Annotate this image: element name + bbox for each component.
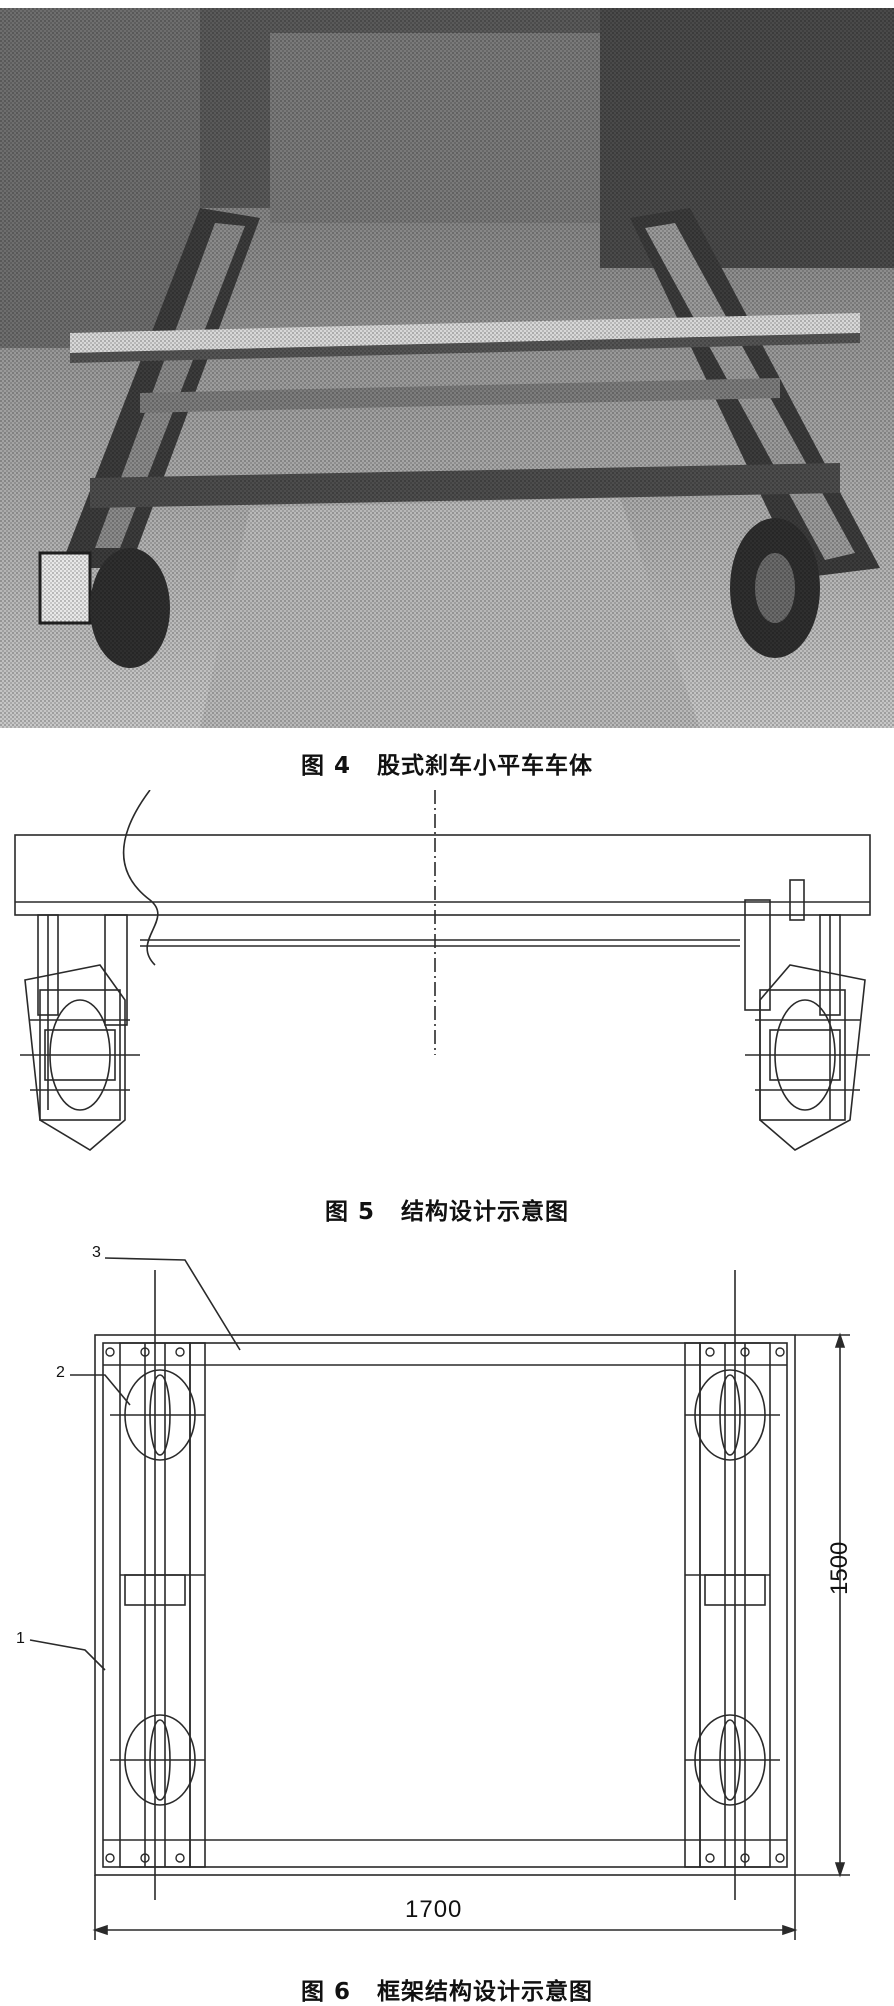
height-dimension: 1500 xyxy=(826,1541,853,1595)
structure-drawing xyxy=(14,790,871,1151)
figure-6-number: 图 6 xyxy=(300,1979,351,2005)
figure-6-title: 框架结构设计示意图 xyxy=(377,1979,593,2005)
figure-5-title: 结构设计示意图 xyxy=(401,1199,569,1225)
frame-drawing xyxy=(29,1257,850,1940)
callout-3: 3 xyxy=(92,1244,101,1261)
figure-4-title: 股式刹车小平车车体 xyxy=(377,753,593,779)
trolley-photo xyxy=(0,8,894,728)
figure-6-caption: 图 6 框架结构设计示意图 xyxy=(0,1972,894,2006)
figure-5-caption: 图 5 结构设计示意图 xyxy=(0,1192,894,1226)
figure-6: 1700 1500 3 2 1 xyxy=(0,1240,894,1960)
figure-4-caption: 图 4 股式刹车小平车车体 xyxy=(0,746,894,780)
callout-2: 2 xyxy=(56,1364,65,1381)
figure-4 xyxy=(0,8,894,728)
width-dimension: 1700 xyxy=(405,1896,463,1923)
figure-5-number: 图 5 xyxy=(324,1199,375,1225)
figure-4-number: 图 4 xyxy=(300,753,351,779)
callout-1: 1 xyxy=(16,1630,25,1647)
figure-5 xyxy=(0,790,894,1170)
